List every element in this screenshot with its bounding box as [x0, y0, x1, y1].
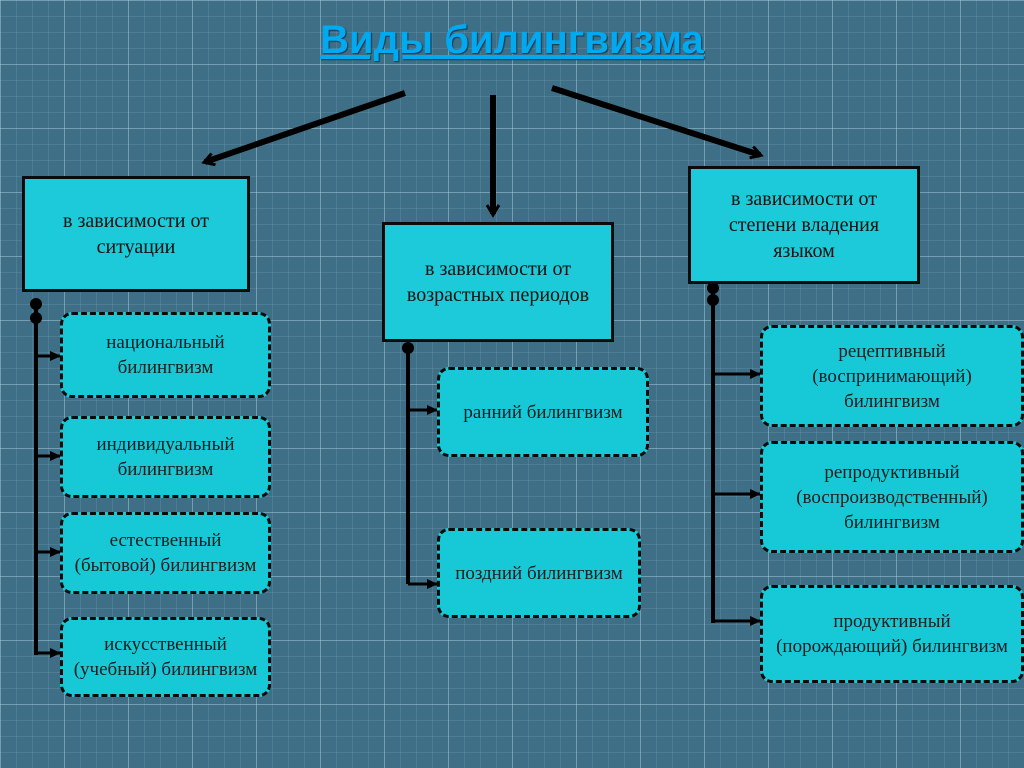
item-reproductive: репродуктивный (воспроизводственный) бил… [760, 441, 1024, 553]
item-national: национальный билингвизм [60, 312, 271, 398]
item-label: естественный (бытовой) билингвизм [74, 530, 257, 576]
category-proficiency: в зависимости от степени владения языком [688, 166, 920, 284]
item-label: поздний билингвизм [455, 562, 623, 584]
item-label: репродуктивный (воспроизводственный) бил… [796, 461, 988, 533]
item-label: индивидуальный билингвизм [96, 434, 235, 480]
item-natural: естественный (бытовой) билингвизм [60, 512, 271, 594]
item-label: рецептивный (воспринимающий) билингвизм [812, 340, 972, 412]
item-receptive: рецептивный (воспринимающий) билингвизм [760, 325, 1024, 427]
item-label: продуктивный (порождающий) билингвизм [776, 611, 1008, 657]
item-label: национальный билингвизм [106, 332, 225, 378]
arrow-to-situation [205, 90, 406, 162]
category-label: в зависимости от возрастных периодов [406, 258, 590, 306]
item-artificial: искусственный (учебный) билингвизм [60, 617, 271, 697]
category-situation: в зависимости от ситуации [22, 176, 250, 292]
item-label: ранний билингвизм [463, 401, 623, 423]
arrow-to-proficiency [551, 85, 760, 155]
category-label: в зависимости от ситуации [63, 210, 209, 258]
category-age: в зависимости от возрастных периодов [382, 222, 614, 342]
item-late: поздний билингвизм [437, 528, 641, 618]
item-productive: продуктивный (порождающий) билингвизм [760, 585, 1024, 683]
category-label: в зависимости от степени владения языком [728, 188, 880, 262]
item-individual: индивидуальный билингвизм [60, 416, 271, 498]
item-label: искусственный (учебный) билингвизм [73, 634, 258, 680]
item-early: ранний билингвизм [437, 367, 649, 457]
page-title: Виды билингвизма [320, 18, 704, 62]
